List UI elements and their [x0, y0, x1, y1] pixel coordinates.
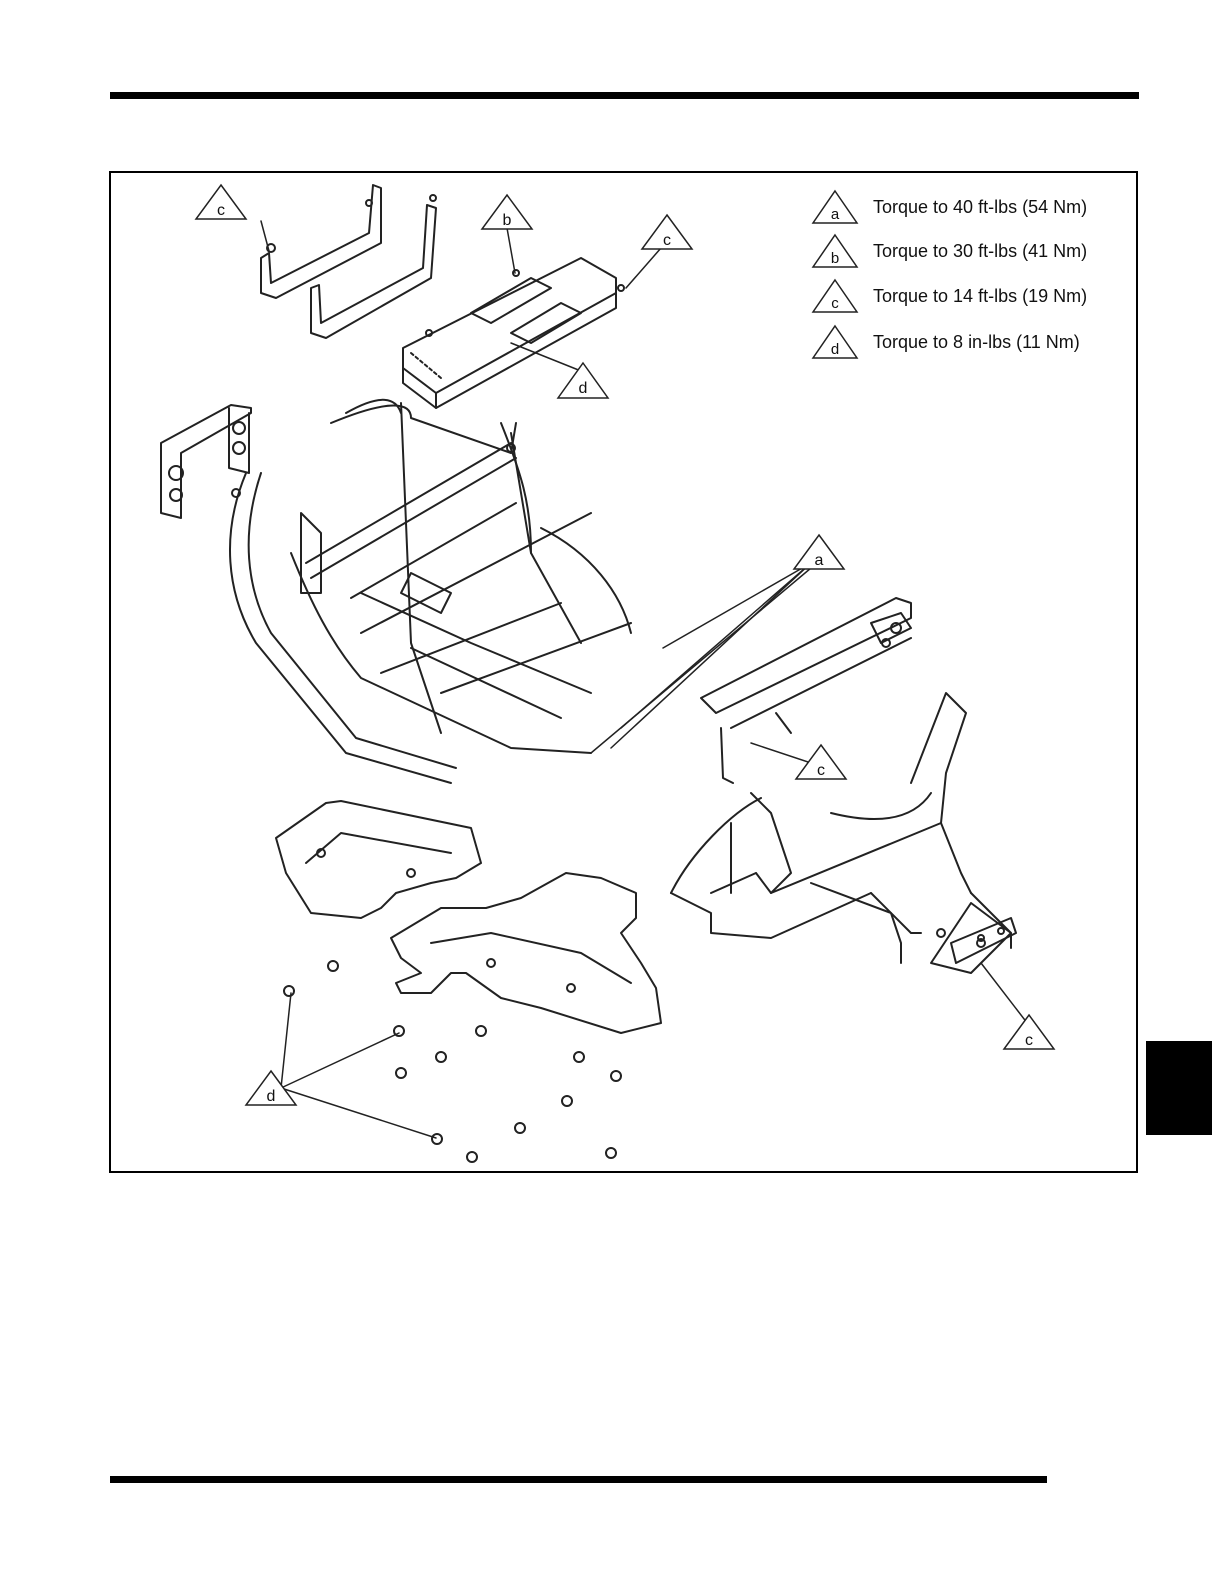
legend-triangle-d: d — [811, 324, 859, 360]
chapter-tab — [1146, 1041, 1212, 1135]
callout-c-rear-bracket: c — [796, 745, 846, 779]
callout-d-skid: d — [246, 1071, 296, 1105]
svg-text:a: a — [815, 552, 824, 569]
callout-a-frame: a — [794, 535, 844, 569]
svg-text:d: d — [267, 1088, 276, 1105]
callout-c-rear-right: c — [1004, 1015, 1054, 1049]
svg-text:c: c — [817, 762, 825, 779]
legend-row-b: b Torque to 30 ft-lbs (41 Nm) — [811, 233, 1131, 269]
svg-text:c: c — [663, 232, 671, 249]
callout-labels: c b c d a c c d — [111, 173, 1136, 1171]
svg-text:d: d — [831, 341, 839, 358]
legend-row-c: c Torque to 14 ft-lbs (19 Nm) — [811, 278, 1131, 314]
callout-c-top-left: c — [196, 185, 246, 219]
legend-triangle-b: b — [811, 233, 859, 269]
svg-text:c: c — [831, 295, 839, 312]
legend-row-a: a Torque to 40 ft-lbs (54 Nm) — [811, 189, 1131, 225]
legend-text-b: Torque to 30 ft-lbs (41 Nm) — [873, 241, 1087, 262]
footer-rule — [110, 1476, 1047, 1483]
legend-triangle-c: c — [811, 278, 859, 314]
svg-text:d: d — [579, 380, 588, 397]
svg-text:c: c — [217, 202, 225, 219]
legend-text-a: Torque to 40 ft-lbs (54 Nm) — [873, 197, 1087, 218]
legend-text-d: Torque to 8 in-lbs (11 Nm) — [873, 332, 1080, 353]
svg-text:b: b — [831, 250, 839, 267]
svg-text:b: b — [503, 212, 512, 229]
legend-triangle-a: a — [811, 189, 859, 225]
exploded-frame-figure: c b c d a c c d — [109, 171, 1138, 1173]
svg-text:c: c — [1025, 1032, 1033, 1049]
callout-c-top-right: c — [642, 215, 692, 249]
callout-b: b — [482, 195, 532, 229]
svg-text:a: a — [831, 206, 840, 223]
header-rule — [110, 92, 1139, 99]
legend-row-d: d Torque to 8 in-lbs (11 Nm) — [811, 324, 1131, 360]
callout-d-crossmember: d — [558, 363, 608, 398]
legend-text-c: Torque to 14 ft-lbs (19 Nm) — [873, 286, 1087, 307]
